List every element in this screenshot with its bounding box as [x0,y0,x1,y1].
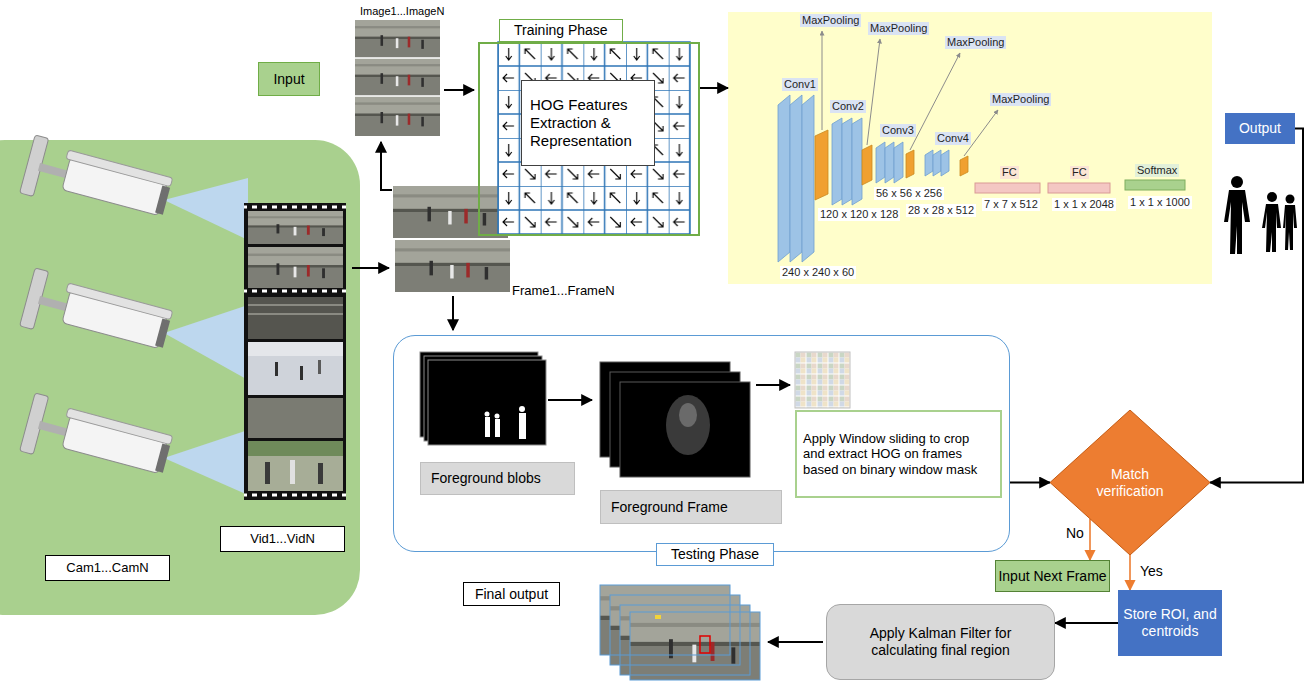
cnn-panel: MaxPoolingMaxPoolingMaxPoolingConv1MaxPo… [728,12,1212,284]
film-strip [244,203,346,500]
flow-connector [1089,519,1091,560]
process-box: Apply Kalman Filter for calculating fina… [826,604,1055,680]
output-box: Output [1225,113,1295,144]
layer-label: 1 x 1 x 2048 [1052,198,1116,211]
final-output-stack [600,585,760,680]
cnn-illustration [728,12,1212,284]
image-stack [355,20,440,136]
layer-label: Conv3 [880,124,916,137]
edge-label: Yes [1138,563,1165,579]
node-text: Foreground Frame [611,499,728,516]
caption-box: Final output [463,582,560,606]
input-box: Input [258,62,320,96]
layer-label: Softmax [1135,164,1179,177]
frame-stack [393,186,510,292]
layer-label: Conv1 [782,78,818,91]
caption-box: Cam1...CamN [45,555,170,581]
camera-region [0,135,360,615]
process-box: Foreground blobs [420,462,575,495]
layer-label: 28 x 28 x 512 [906,204,976,217]
process-box: Foreground Frame [600,490,782,524]
layer-label: MaxPooling [868,22,929,35]
image-caption: Image1...ImageN [360,5,444,17]
node-text: Match verification [1088,466,1172,500]
flow-connector [1129,555,1131,590]
layer-label: 1 x 1 x 1000 [1128,196,1192,209]
process-box: HOG Features Extraction & Representation [521,80,655,166]
layer-label: MaxPooling [800,14,861,27]
caption-box: Vid1...VidN [220,526,345,552]
phase-group: Testing PhaseForeground blobsForeground … [393,335,1010,552]
node-text: Final output [475,586,548,603]
node-text: Foreground blobs [431,470,541,487]
phase-tab: Testing Phase [656,543,774,566]
layer-label: Conv4 [935,132,971,145]
node-text: Apply Window sliding to crop and extract… [803,431,994,478]
node-text: HOG Features Extraction & Representation [530,96,646,150]
layer-label: MaxPooling [990,93,1051,106]
node-text: Vid1...VidN [250,531,315,547]
layer-label: 56 x 56 x 256 [874,187,944,200]
image-caption: Frame1...FrameN [512,283,615,298]
flow-connector [1210,129,1303,483]
node-text: Output [1239,120,1281,137]
flow-connector [700,87,728,89]
layer-label: FC [1070,166,1089,179]
layer-label: MaxPooling [945,36,1006,49]
process-box: Apply Window sliding to crop and extract… [795,410,1002,498]
flow-connector [1010,482,1050,484]
hog-mosaic [795,352,850,408]
layer-label: 7 x 7 x 512 [982,198,1040,211]
process-box: Input Next Frame [995,560,1110,592]
layer-label: Conv2 [830,100,866,113]
node-text: Store ROI, and centroids [1122,606,1218,640]
layer-label: 120 x 120 x 128 [818,208,900,221]
node-text: Input Next Frame [998,568,1106,585]
node-text: Cam1...CamN [66,560,148,576]
flow-arrows [352,90,823,642]
node-text: Input [273,71,304,88]
flow-connector [1055,622,1118,624]
output-silhouettes [1224,176,1297,254]
hog-grid [498,42,690,234]
foreground-blob-images [420,352,546,445]
edge-label: No [1064,525,1086,541]
diamond-outline [1050,410,1210,555]
phase-group: Training PhaseHOG Features Extraction & … [478,42,700,236]
layer-label: 240 x 240 x 60 [780,266,856,279]
process-box: Store ROI, and centroids [1118,590,1222,656]
phase-tab: Training Phase [499,19,623,42]
layer-label: FC [1000,166,1019,179]
node-text: Apply Kalman Filter for calculating fina… [839,625,1042,659]
foreground-frame-images [600,362,750,477]
